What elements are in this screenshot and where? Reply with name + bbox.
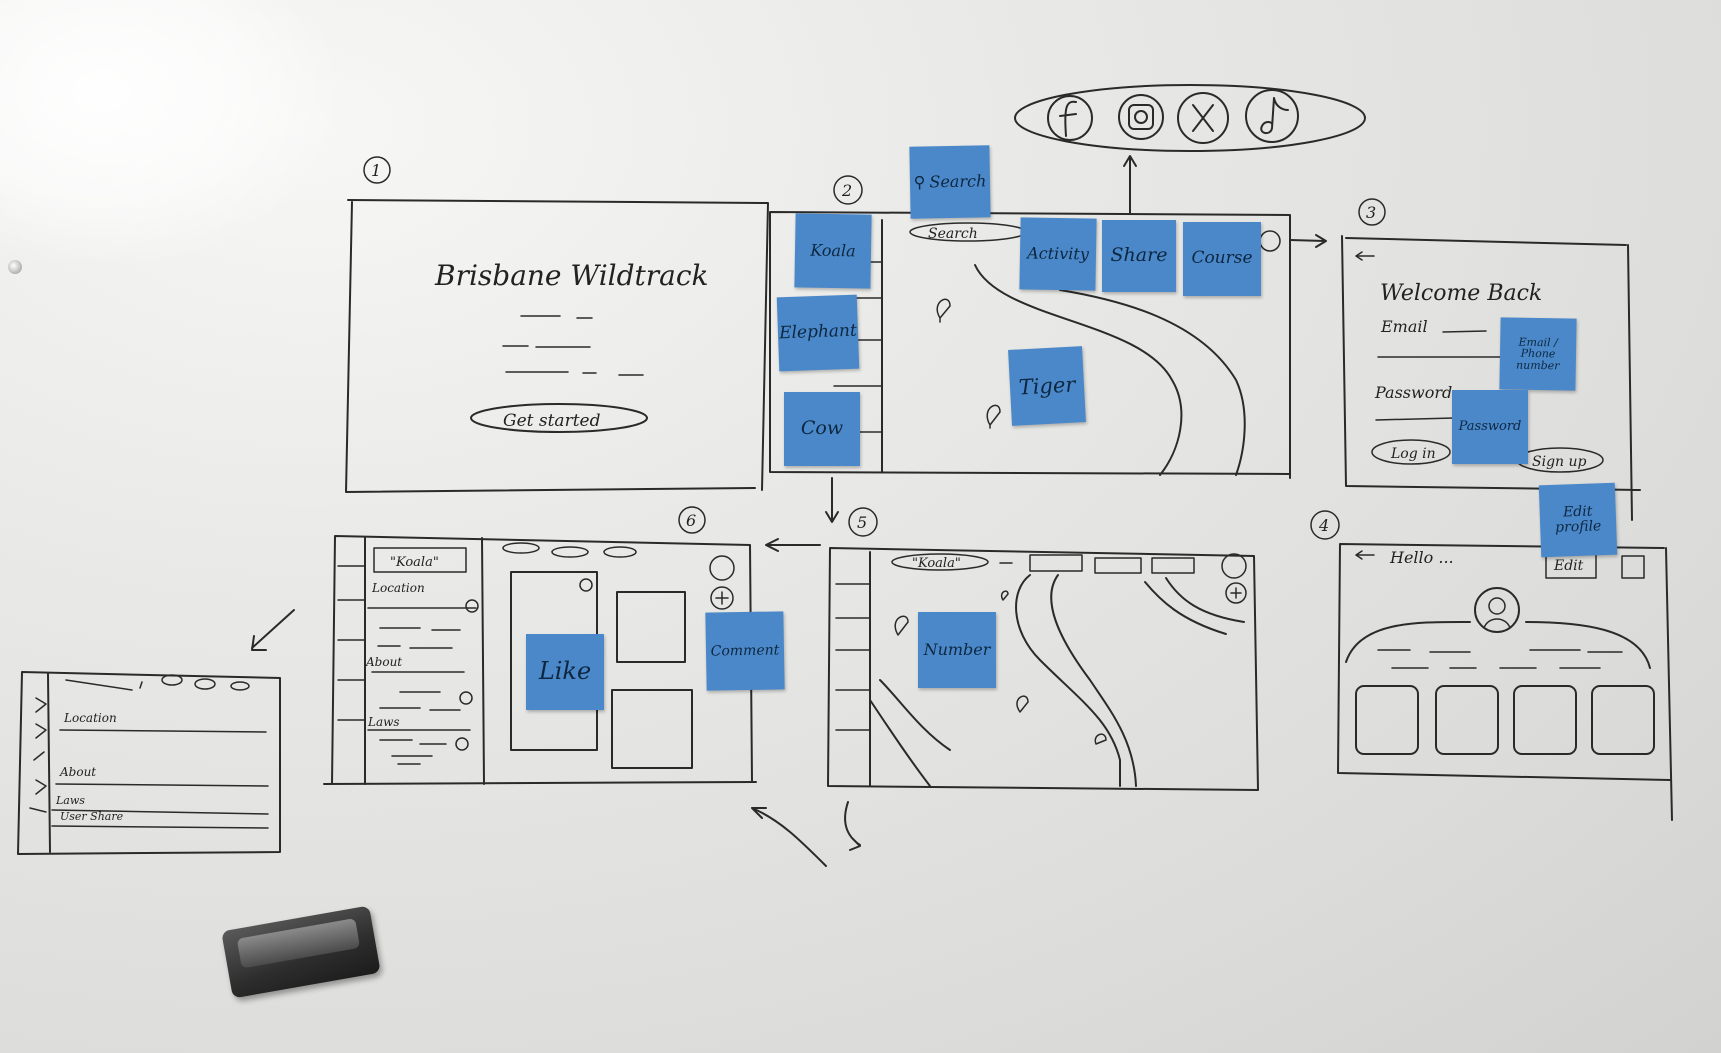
frame-6-number: 6 [686, 511, 696, 530]
password-label: Password [1374, 383, 1452, 402]
sticky-note-edit-profile: Edit profile [1538, 482, 1618, 558]
frame-3-login: 3 Welcome Back Email Password Log in Sig… [1341, 198, 1641, 521]
avatar-icon [1221, 553, 1247, 579]
welcome-heading: Welcome Back [1380, 281, 1542, 306]
sticky-note-activity: Activity [1019, 217, 1097, 291]
search-chip-label: "Koala" [912, 556, 961, 571]
section-laws: Laws [367, 715, 400, 729]
wall-pin [8, 260, 22, 274]
expand-icon [459, 691, 473, 705]
sticky-note-tiger: Tiger [1008, 346, 1086, 426]
frame-1-landing: 1 Brisbane Wildtrack Get started [345, 156, 769, 493]
frame-1-number: 1 [371, 161, 381, 180]
note-comment-label: Comment [710, 642, 780, 660]
f7-section-about: About [59, 765, 96, 779]
app-title: Brisbane Wildtrack [434, 259, 709, 292]
sticky-note-like: Like [526, 634, 604, 710]
map-pin-icon [894, 615, 909, 636]
greeting-text: Hello ... [1389, 548, 1454, 567]
avatar-icon [1259, 230, 1281, 252]
sticky-note-comment: Comment [705, 611, 785, 691]
frame-2-map-search: 2 Search [769, 175, 1327, 479]
sticky-note-password: Password [1452, 390, 1528, 464]
email-label: Email [1380, 317, 1428, 336]
login-button [1371, 439, 1451, 465]
sticky-note-cow: Cow [784, 392, 860, 466]
x-icon [1177, 92, 1229, 144]
note-number-label: Number [923, 639, 991, 659]
f7-section-location: Location [63, 711, 117, 725]
light-glare [0, 0, 330, 260]
search-chip [891, 553, 989, 571]
sticky-note-koala: Koala [794, 213, 872, 289]
add-icon [710, 586, 734, 610]
add-icon [1225, 582, 1247, 604]
map-pin-icon [986, 404, 1001, 429]
note-activity-label: Activity [1027, 243, 1090, 264]
instagram-icon [1118, 94, 1164, 140]
search-chip [373, 547, 467, 573]
note-like-label: Like [538, 657, 592, 686]
note-tiger-label: Tiger [1018, 372, 1076, 400]
frame-4-profile: 4 Hello ... Edit [1310, 510, 1673, 821]
search-icon: ⚲ [913, 172, 926, 192]
note-search-label: Search [929, 170, 987, 191]
note-email-phone-label: Email / Phone number [1515, 335, 1560, 373]
search-field-label: Search [928, 226, 978, 242]
get-started-button [470, 403, 648, 433]
map-pin-icon [1094, 733, 1107, 745]
map-pin-icon [1000, 590, 1009, 601]
sticky-note-share: Share [1102, 220, 1176, 292]
note-cow-label: Cow [800, 417, 844, 440]
profile-avatar-icon [1474, 587, 1520, 633]
sticky-note-elephant: Elephant [776, 294, 860, 372]
frame-7-user-share: Location About Laws User Share [17, 671, 281, 855]
note-koala-label: Koala [810, 240, 856, 260]
sticky-note-number: Number [918, 612, 996, 688]
f7-section-user-share: User Share [60, 810, 124, 823]
search-chip-label: "Koala" [390, 555, 439, 570]
note-edit-profile-label: Edit profile [1554, 503, 1602, 536]
frame-5-map: 5 "Koala" [827, 507, 1259, 791]
sticky-note-course: Course [1183, 222, 1261, 296]
expand-icon [455, 737, 469, 751]
signup-label: Sign up [1532, 454, 1587, 470]
facebook-icon [1047, 95, 1093, 141]
section-location: Location [371, 581, 425, 595]
note-elephant-label: Elephant [778, 320, 858, 344]
social-icons-bar [1014, 84, 1366, 152]
login-label: Log in [1390, 446, 1436, 462]
note-password-label: Password [1458, 419, 1522, 435]
f7-section-laws: Laws [55, 794, 85, 807]
map-pin-icon [1016, 695, 1029, 713]
frame-5-number: 5 [857, 513, 867, 532]
sticky-note-email-phone: Email / Phone number [1499, 317, 1577, 391]
get-started-label: Get started [503, 411, 601, 431]
note-share-label: Share [1110, 244, 1168, 267]
bookmark-icon [579, 578, 593, 592]
frame-4-number: 4 [1318, 516, 1329, 535]
map-pin-icon [936, 298, 951, 323]
note-course-label: Course [1191, 248, 1253, 269]
edit-label: Edit [1553, 558, 1584, 574]
tiktok-icon [1245, 89, 1299, 143]
section-about: About [365, 655, 402, 669]
sticky-note-search: ⚲Search [909, 145, 991, 219]
frame-2-number: 2 [841, 181, 852, 200]
menu-icon [1621, 555, 1645, 579]
avatar-icon [709, 555, 735, 581]
expand-icon [465, 599, 479, 613]
frame-3-number: 3 [1366, 203, 1376, 222]
